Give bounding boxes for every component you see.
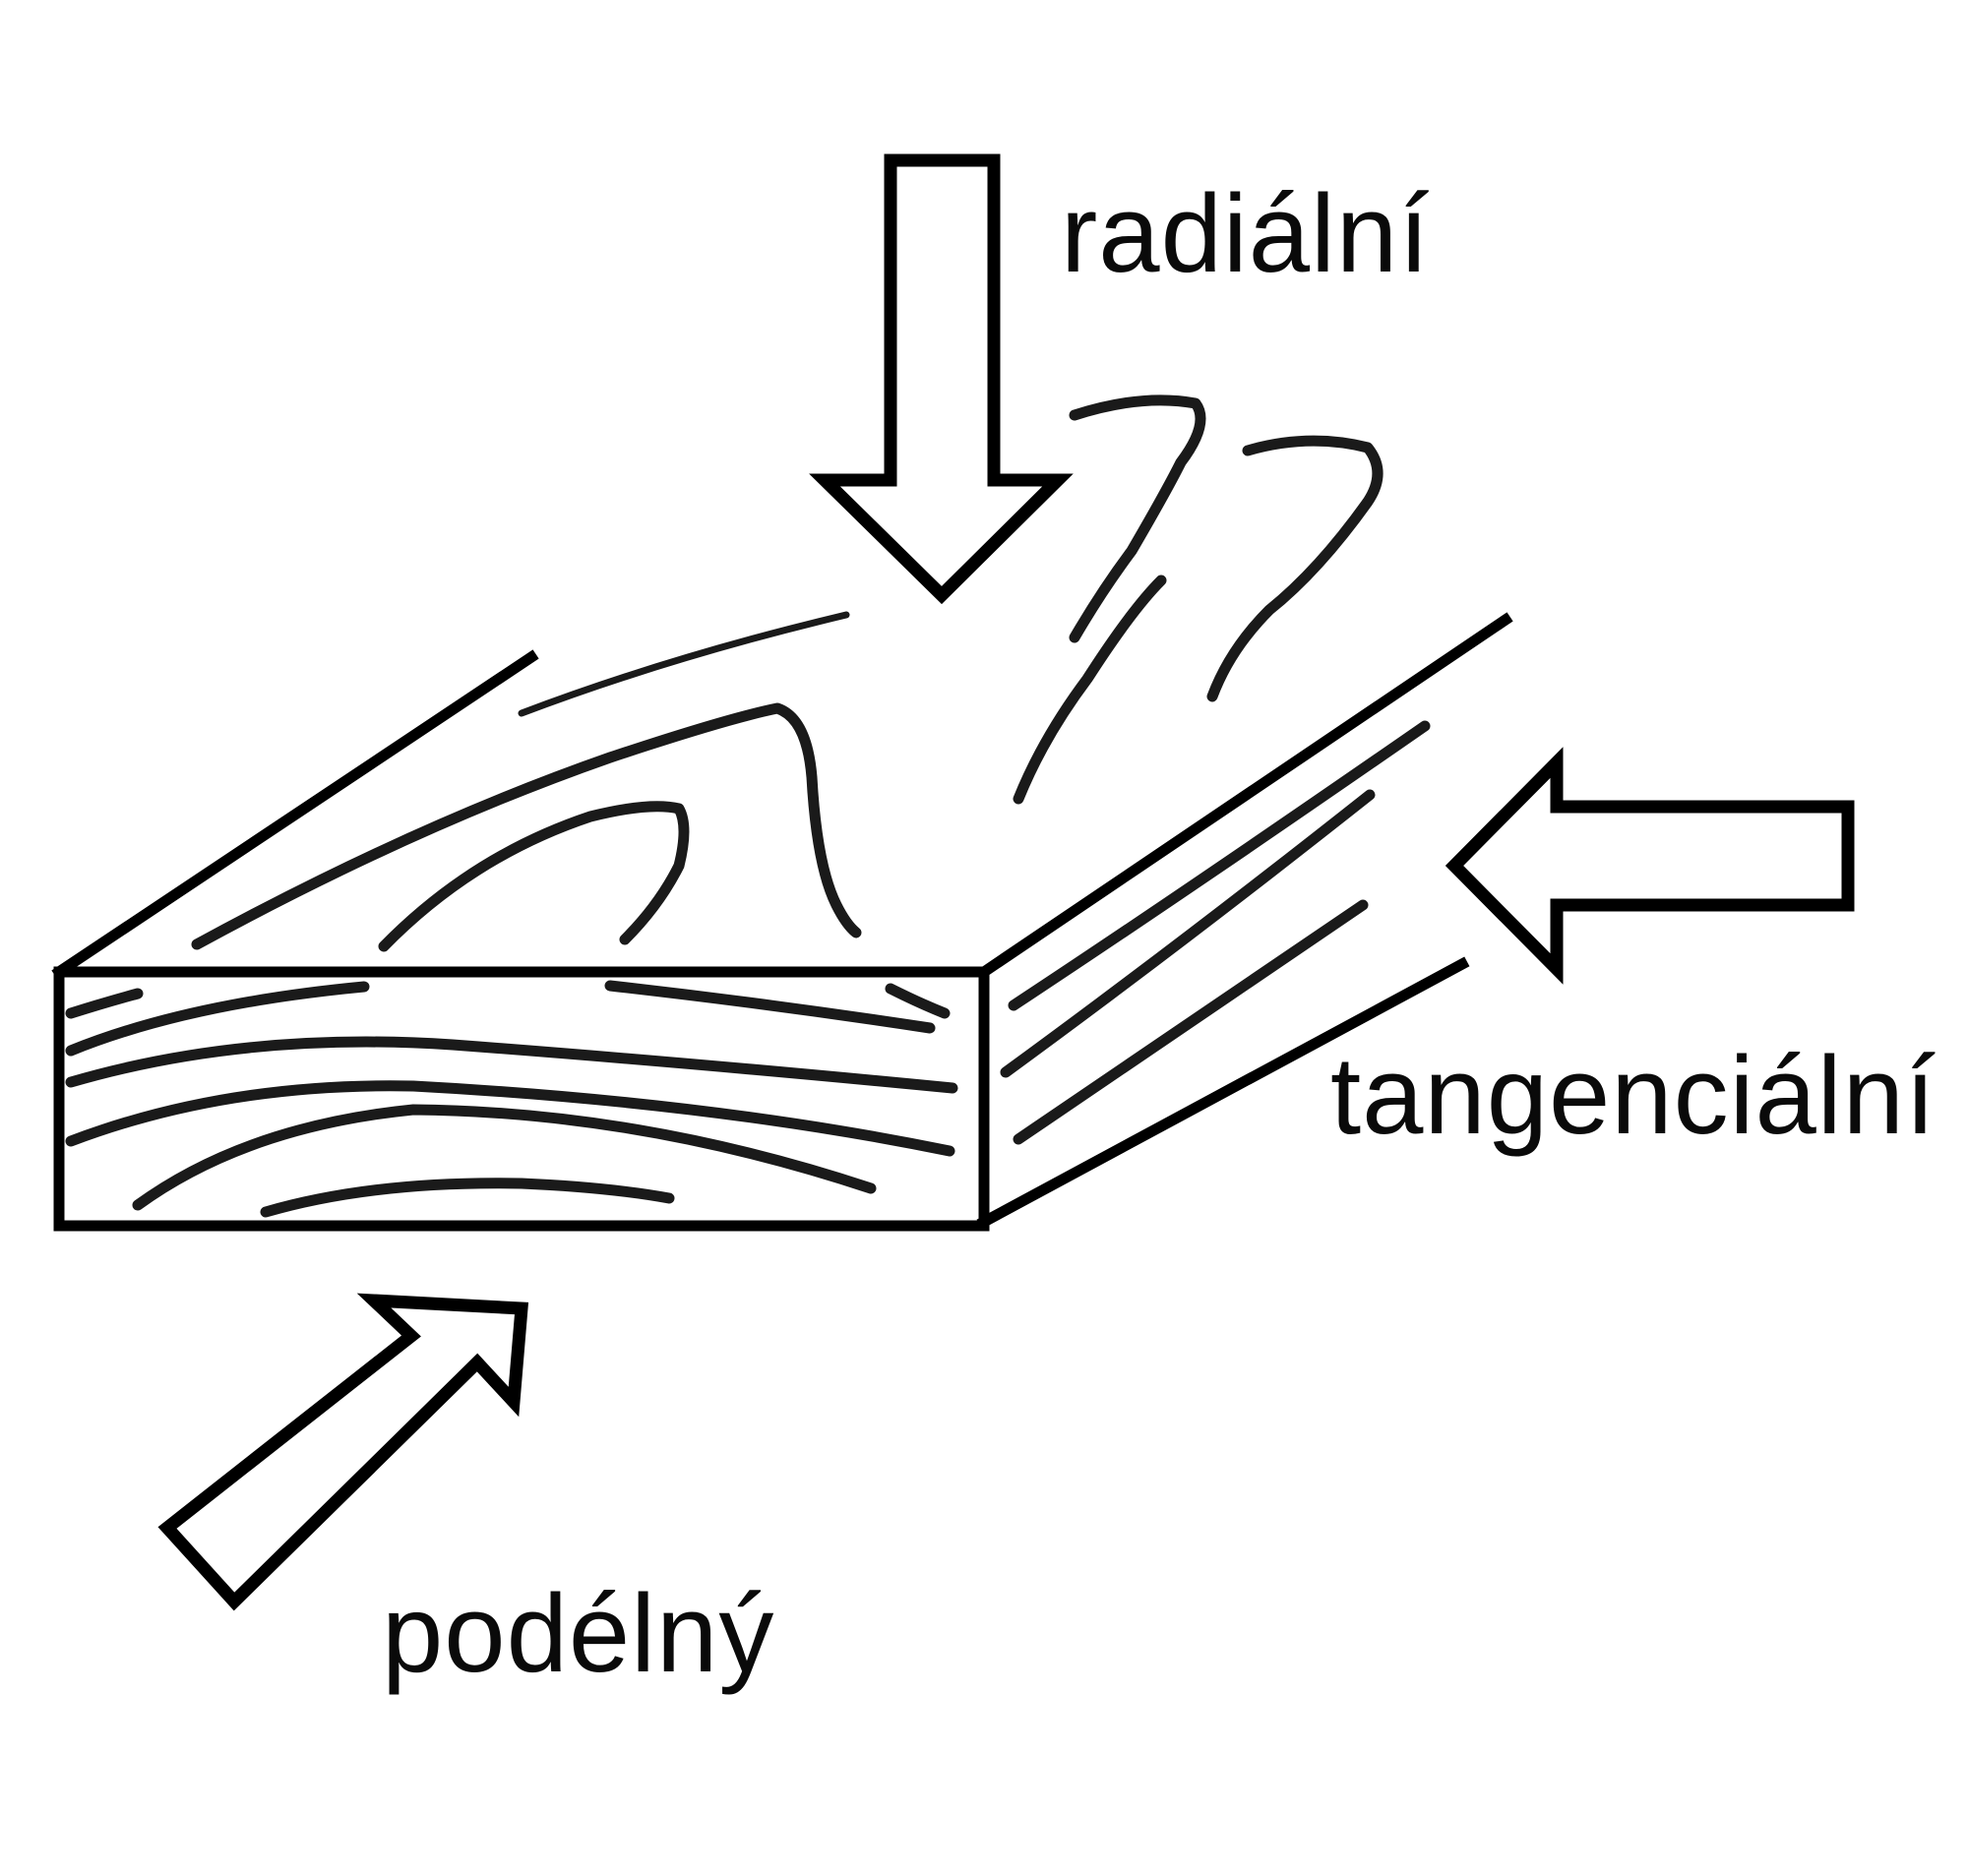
right-face-grain xyxy=(1000,720,1431,1145)
radial-arrow xyxy=(809,153,1074,605)
board-front-face xyxy=(53,966,990,1232)
top-face-grain xyxy=(191,394,1384,952)
board-top-right-edge xyxy=(976,612,1513,980)
label-tangential: tangenciální xyxy=(1330,1034,1937,1157)
board-bottom-right-edge xyxy=(976,956,1470,1230)
label-radial: radiální xyxy=(1061,172,1431,295)
tangential-arrow xyxy=(1445,747,1855,985)
front-face-grain xyxy=(65,980,958,1218)
wood-board xyxy=(51,612,1513,1232)
board-top-left-edge xyxy=(51,649,539,980)
longitudinal-arrow xyxy=(157,1293,529,1611)
label-longitudinal: podélný xyxy=(382,1572,775,1695)
